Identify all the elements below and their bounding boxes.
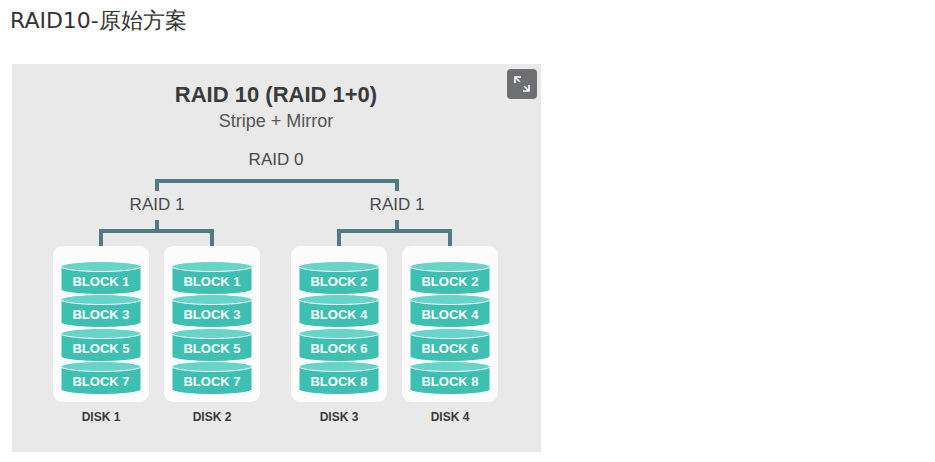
raid-level-label: RAID 0 [249, 150, 304, 170]
label-holder: Stripe + Mirror [276, 122, 391, 144]
disk: BLOCK 1 BLOCK 3 BLOCK 5 BLOCK 7 DISK 1 [53, 246, 149, 426]
block-label: BLOCK 6 [409, 335, 491, 362]
label-holder: RAID 1 [397, 205, 452, 225]
block-label: BLOCK 8 [298, 368, 380, 395]
data-block: BLOCK 7 [171, 361, 253, 395]
data-block: BLOCK 4 [409, 294, 491, 328]
block-label: BLOCK 6 [298, 335, 380, 362]
tree-line [155, 220, 159, 231]
block-label: BLOCK 8 [409, 368, 491, 395]
block-label: BLOCK 2 [298, 268, 380, 295]
block-label: BLOCK 3 [171, 301, 253, 328]
block-label: BLOCK 4 [298, 301, 380, 328]
data-block: BLOCK 2 [409, 261, 491, 295]
raid-level-label: RAID 1 [370, 195, 425, 215]
block-label: BLOCK 4 [409, 301, 491, 328]
disk-label: DISK 3 [291, 408, 387, 426]
data-block: BLOCK 4 [298, 294, 380, 328]
image-panel [12, 64, 541, 452]
data-block: BLOCK 3 [60, 294, 142, 328]
disk-label: DISK 1 [53, 408, 149, 426]
expand-icon [507, 69, 537, 99]
block-label: BLOCK 7 [60, 368, 142, 395]
page-title: RAID10-原始方案 [10, 6, 187, 36]
disk: BLOCK 1 BLOCK 3 BLOCK 5 BLOCK 7 DISK 2 [164, 246, 260, 426]
block-label: BLOCK 7 [171, 368, 253, 395]
block-label: BLOCK 1 [60, 268, 142, 295]
disk-label: DISK 2 [164, 408, 260, 426]
data-block: BLOCK 7 [60, 361, 142, 395]
block-label: BLOCK 1 [171, 268, 253, 295]
data-block: BLOCK 1 [60, 261, 142, 295]
data-block: BLOCK 5 [171, 328, 253, 362]
label-holder: RAID 1 [157, 205, 212, 225]
data-block: BLOCK 1 [171, 261, 253, 295]
data-block: BLOCK 6 [298, 328, 380, 362]
disk: BLOCK 2 BLOCK 4 BLOCK 6 BLOCK 8 DISK 3 [291, 246, 387, 426]
data-block: BLOCK 2 [298, 261, 380, 295]
block-label: BLOCK 3 [60, 301, 142, 328]
data-block: BLOCK 5 [60, 328, 142, 362]
disk-label: DISK 4 [402, 408, 498, 426]
block-label: BLOCK 2 [409, 268, 491, 295]
data-block: BLOCK 8 [298, 361, 380, 395]
label-holder: RAID 0 [276, 160, 331, 180]
data-block: BLOCK 3 [171, 294, 253, 328]
data-block: BLOCK 8 [409, 361, 491, 395]
data-block: BLOCK 6 [409, 328, 491, 362]
tree-line [395, 220, 399, 231]
diagram-heading: Stripe + Mirror [219, 111, 334, 133]
diagram-heading: RAID 10 (RAID 1+0) [175, 82, 377, 108]
block-label: BLOCK 5 [60, 335, 142, 362]
raid-level-label: RAID 1 [130, 195, 185, 215]
tree-line [157, 181, 397, 191]
block-label: BLOCK 5 [171, 335, 253, 362]
tree-lines [101, 181, 450, 259]
disk: BLOCK 2 BLOCK 4 BLOCK 6 BLOCK 8 DISK 4 [402, 246, 498, 426]
